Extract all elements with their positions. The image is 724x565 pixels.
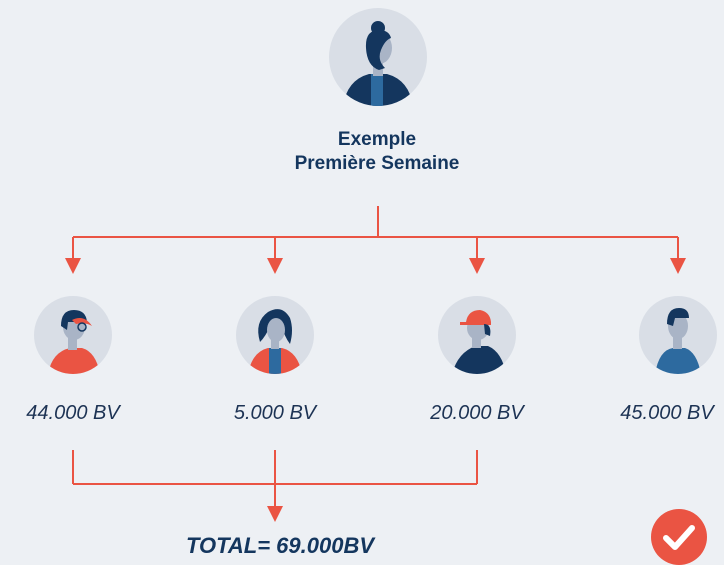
- title-line-2: Première Semaine: [294, 153, 460, 174]
- person-blue-shirt-icon: [639, 296, 717, 374]
- member-3-bv: 20.000 BV: [430, 402, 524, 424]
- person-red-cap-icon: [438, 296, 516, 374]
- member-4-bv: 45.000 BV: [620, 402, 714, 424]
- member-2-bv: 5.000 BV: [233, 402, 317, 424]
- person-woman-bun-icon: [329, 8, 427, 106]
- diagram-title: Exemple Première Semaine: [212, 128, 542, 176]
- person-red-shirt-glasses-icon: [34, 296, 112, 374]
- check-circle-icon: [651, 509, 707, 565]
- member-1-bv: 44.000 BV: [26, 402, 120, 424]
- title-line-1: Exemple: [337, 129, 417, 150]
- person-woman-red-jacket-icon: [236, 296, 314, 374]
- total-label: TOTAL= 69.000BV: [185, 533, 375, 558]
